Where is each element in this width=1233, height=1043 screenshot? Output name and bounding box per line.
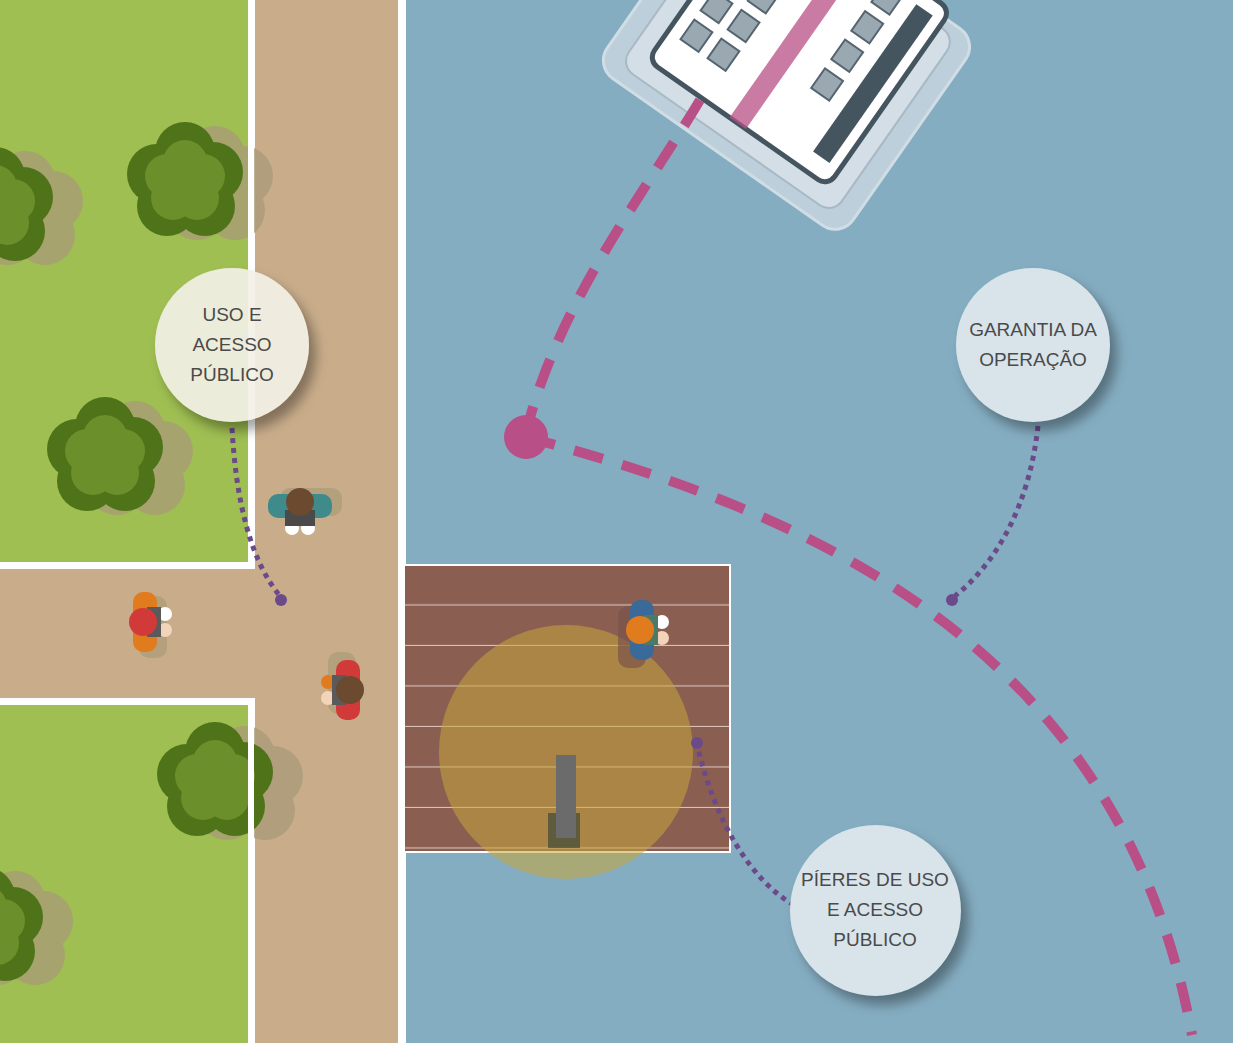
person <box>268 488 342 535</box>
person <box>129 592 172 658</box>
walkway <box>255 0 398 1043</box>
bench <box>556 755 576 838</box>
ferry <box>595 0 984 238</box>
callout-label: PÍERES DE USO E ACESSO PÚBLICO <box>800 865 950 955</box>
person <box>321 652 364 720</box>
leader-line <box>232 426 1038 905</box>
callout-circle: USO E ACESSO PÚBLICO <box>155 268 309 422</box>
edge-line <box>0 0 402 1043</box>
callout-label: GARANTIA DA OPERAÇÃO <box>963 315 1103 375</box>
callout-label: USO E ACESSO PÚBLICO <box>173 300 291 390</box>
leader-dot <box>275 594 958 749</box>
tree <box>0 122 303 985</box>
person <box>618 600 669 668</box>
callout-circle: GARANTIA DA OPERAÇÃO <box>956 268 1110 422</box>
callout-circle: PÍERES DE USO E ACESSO PÚBLICO <box>790 825 961 996</box>
route-stop <box>504 415 548 459</box>
pier-highlight <box>439 625 693 879</box>
